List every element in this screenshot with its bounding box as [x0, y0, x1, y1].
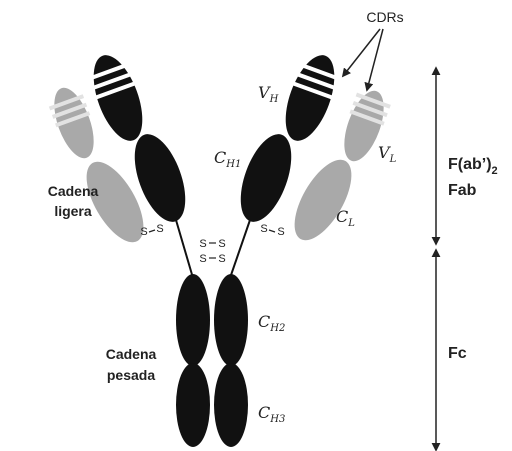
- disulfide-bonds: S S S S S S S S: [140, 223, 284, 265]
- ch1-label: CH1: [214, 148, 241, 170]
- cdrs-label: CDRs: [366, 9, 403, 25]
- svg-text:S: S: [218, 253, 225, 265]
- svg-text:S: S: [140, 226, 147, 238]
- cdrs-callout: CDRs: [343, 9, 404, 90]
- heavy-chain-label-line2: pesada: [107, 367, 155, 383]
- ch1-domain-right: [231, 128, 302, 229]
- cl-label: CL: [336, 207, 355, 229]
- svg-text:S: S: [218, 238, 225, 250]
- fc-region-label: Fc: [448, 345, 467, 362]
- fc-domains: [176, 274, 248, 447]
- disulfide-light-heavy-right: S S: [260, 223, 284, 238]
- light-chain-label-line1: Cadena: [48, 183, 99, 199]
- cdrs-arrow-light: [367, 29, 383, 90]
- vh-label: VH: [258, 83, 279, 105]
- ch3-domain-right: [214, 363, 248, 447]
- cdrs-arrow-heavy: [343, 29, 380, 76]
- hinge-lines: [176, 220, 250, 278]
- ch2-label: CH2: [258, 312, 285, 334]
- disulfide-hinge-top: S S: [199, 238, 225, 250]
- vl-domain-left: [46, 83, 101, 163]
- ch2-domain-left: [176, 274, 210, 366]
- ch3-domain-left: [176, 363, 210, 447]
- fab-region-label: Fab: [448, 182, 477, 199]
- ch3-label: CH3: [258, 403, 285, 425]
- light-chain-label-line2: ligera: [54, 203, 92, 219]
- svg-text:S: S: [156, 223, 163, 235]
- vh-domain-left: [84, 49, 152, 147]
- fab2-region-label: F(ab’)2: [448, 156, 498, 177]
- region-labels: F(ab’)2 Fab Fc: [448, 156, 498, 362]
- svg-text:S: S: [260, 223, 267, 235]
- svg-text:S: S: [199, 238, 206, 250]
- vh-domain-right: [276, 49, 344, 147]
- disulfide-light-heavy-left: S S: [140, 223, 163, 238]
- svg-text:S: S: [277, 226, 284, 238]
- heavy-chain-label-line1: Cadena: [106, 346, 157, 362]
- disulfide-hinge-bottom: S S: [199, 253, 225, 265]
- ch2-domain-right: [214, 274, 248, 366]
- cl-domain-right: [283, 151, 363, 249]
- vl-label: VL: [378, 143, 397, 165]
- svg-text:S: S: [199, 253, 206, 265]
